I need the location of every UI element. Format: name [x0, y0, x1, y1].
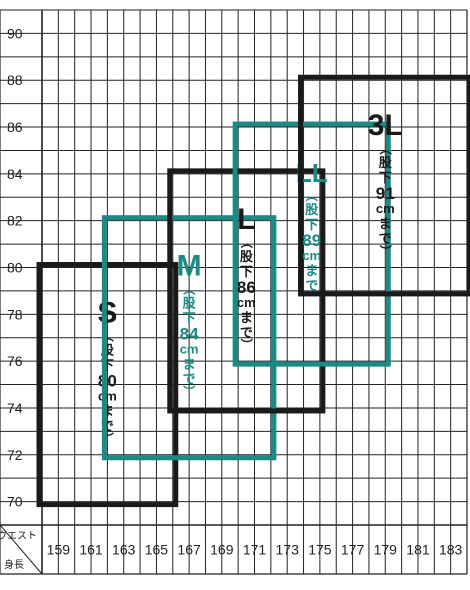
x-tick-label: 183 [439, 542, 463, 558]
inseam-label-part: 86 [237, 278, 256, 297]
inseam-label-part: 股 [240, 249, 253, 264]
x-tick-label: 181 [406, 542, 430, 558]
x-tick-label: 179 [374, 542, 398, 558]
header-diagonal [0, 524, 43, 575]
y-tick-label: 72 [7, 447, 23, 463]
inseam-label-part: 股 [183, 296, 196, 311]
size-box-outline [101, 215, 277, 461]
x-tick-label: 165 [145, 542, 169, 558]
inseam-label-part: で [305, 278, 318, 293]
size-box-outline [167, 168, 326, 414]
axis-labels: 90 88 86 84 82 80 78 76 74 72 70 159 161 163 165 167 169… [0, 25, 463, 571]
inseam-label-part: ま [240, 310, 253, 325]
x-tick-label: 163 [112, 542, 136, 558]
inseam-label-part: （ [378, 143, 393, 155]
inseam-label-part: 下 [305, 217, 318, 232]
inseam-label-part: 下 [379, 170, 392, 185]
y-tick-label: 70 [7, 494, 23, 510]
inseam-label-part: 股 [379, 155, 392, 170]
inseam-label-part: ） [239, 338, 254, 350]
inseam-label-part: で [183, 372, 196, 387]
y-tick-label: 78 [7, 306, 23, 322]
inseam-label-part: ） [182, 385, 197, 397]
inseam-label-part: 下 [240, 264, 253, 279]
y-tick-label: 76 [7, 353, 23, 369]
inseam-label-part: cm [98, 389, 117, 404]
inseam-label-part: 91 [376, 184, 395, 203]
x-tick-label: 161 [79, 542, 103, 558]
y-tick-label: 84 [7, 166, 23, 182]
size-label: M [177, 250, 202, 283]
inseam-label-part: （ [305, 190, 320, 202]
inseam-label-part: で [240, 325, 253, 340]
y-tick-label: 74 [7, 400, 23, 416]
inseam-label-part: cm [376, 201, 395, 216]
inseam-label-part: ま [379, 216, 392, 231]
size-label: 3L [368, 109, 403, 142]
size-box-outline [36, 262, 179, 508]
y-tick-label: 80 [7, 260, 23, 276]
inseam-label-part: ま [183, 357, 196, 372]
inseam-label-part: 84 [180, 325, 199, 344]
x-tick-label: 171 [243, 542, 267, 558]
inseam-label-part: で [379, 231, 392, 246]
x-tick-label: 169 [210, 542, 234, 558]
y-tick-label: 86 [7, 119, 23, 135]
inseam-label-part: （ [182, 283, 197, 295]
x-tick-label: 173 [276, 542, 300, 558]
inseam-label-part: cm [237, 295, 256, 310]
x-tick-label: 167 [177, 542, 201, 558]
y-tick-label: 82 [7, 213, 23, 229]
inseam-label-part: 89 [302, 231, 321, 250]
inseam-label-part: cm [302, 248, 321, 263]
waist-axis-label: ウエスト [0, 530, 37, 542]
size-label: L [237, 203, 255, 236]
inseam-label-part: ま [305, 263, 318, 278]
inseam-label-part: cm [180, 342, 199, 357]
x-tick-label: 177 [341, 542, 365, 558]
y-tick-label: 88 [7, 72, 23, 88]
y-tick-label: 90 [7, 25, 23, 41]
x-tick-label: 159 [47, 542, 71, 558]
inseam-label-part: 股 [305, 202, 318, 217]
inseam-label-part: 下 [183, 311, 196, 326]
x-tick-label: 175 [308, 542, 332, 558]
height-axis-label: 身長 [4, 558, 24, 571]
inseam-label-part: ） [378, 245, 393, 257]
inseam-label-part: （ [239, 236, 254, 248]
size-label: S [97, 297, 117, 330]
size-box-outline [232, 121, 391, 367]
